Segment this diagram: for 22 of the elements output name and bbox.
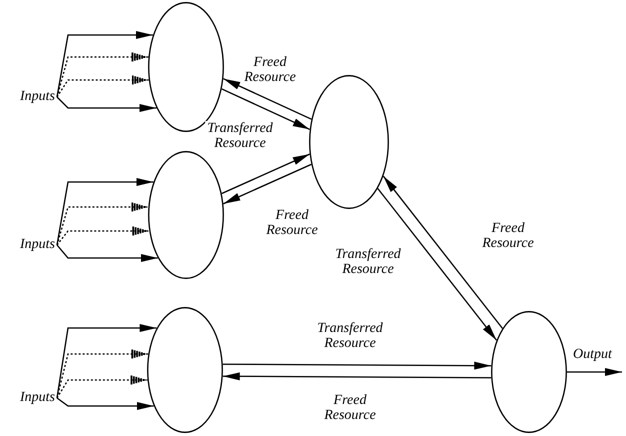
ellipse-node [309,75,389,209]
arrow [377,188,498,341]
arrow [222,88,310,130]
inputs-label: Inputs [20,89,55,105]
arrow [223,164,312,204]
arrow [222,372,492,380]
output-label: Output [573,347,612,363]
arrow [56,244,158,262]
arrow [222,362,492,370]
inputs-label: Inputs [20,237,55,253]
inputs-label: Inputs [20,390,55,406]
arrow [223,78,312,120]
ellipse-node [148,151,224,279]
arrow [56,96,157,112]
arrow [222,154,310,194]
arrow [56,397,154,410]
ellipse-node [147,307,223,433]
arrow [567,368,622,376]
arrow [382,176,503,329]
arrow [56,324,157,398]
ellipse-node [491,311,567,433]
arrow [56,31,153,98]
